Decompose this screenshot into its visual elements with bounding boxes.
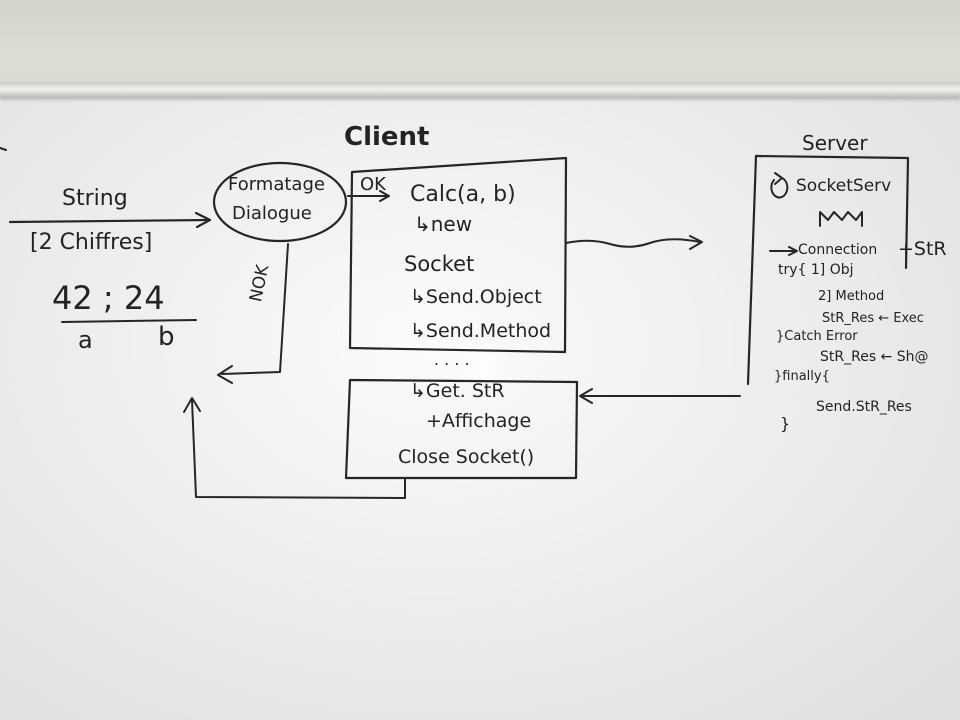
response-line-display: +Affichage [426,410,532,432]
server-listen-marks [819,211,863,227]
string-label: String [62,186,128,211]
refresh-icon [770,177,789,199]
client-line-socket: Socket [404,252,475,276]
response-arrowhead [579,388,593,404]
server-line-res-exec: StR_Res ← Exec [822,311,924,326]
numbers-value: 42 ; 24 [52,279,165,317]
numbers-underline [61,319,197,323]
client-line-calc: Calc(a, b) [410,182,516,207]
server-line-connection: Connection [798,242,878,258]
client-line-send-object: ↳Send.Object [410,286,542,308]
bubble-line-1: Formatage [228,174,325,195]
nok-arrowhead [217,365,233,384]
server-plus-str: +StR [898,238,947,260]
response-line-close: Close Socket() [398,446,535,468]
var-a-label: a [78,326,93,354]
whiteboard-top-frame [0,82,960,98]
wall-background [0,0,960,95]
server-line-try: try{ 1] Obj [778,262,854,278]
string-input-arrowhead [194,211,212,229]
server-title: Server [802,131,868,155]
client-line-send-method: ↳Send.Method [410,320,552,342]
client-title: Client [344,122,430,152]
server-line-close-brace: } [780,414,791,433]
whiteboard-surface [0,98,960,720]
server-line-finally: }finally{ [774,369,830,384]
connection-arrowhead [788,246,798,256]
loop-back-arrowhead [183,397,201,413]
string-input-arrow [8,218,212,224]
request-arrowhead [689,235,703,250]
var-b-label: b [158,322,175,352]
server-line-socketserv: SocketServ [796,176,892,196]
request-arrow [565,238,701,248]
loop-back-path [191,399,406,499]
nok-path [221,243,289,375]
continuation-dots: . . . . [434,350,470,369]
response-box [344,378,579,480]
chiffres-label: [2 Chiffres] [30,230,153,255]
bubble-line-2: Dialogue [232,203,312,224]
server-line-send-res: Send.StR_Res [816,399,912,415]
ok-arrowhead [379,190,390,202]
server-line-catch: }Catch Error [776,329,858,344]
server-box-left [746,154,758,386]
server-line-method: 2] Method [818,289,885,304]
client-box [348,156,568,354]
edge-mark [0,147,7,151]
formatting-bubble [212,161,348,243]
server-box [754,154,910,270]
server-line-res-sh: StR_Res ← Sh@ [820,349,929,365]
client-line-new: ↳new [414,212,473,236]
ok-label: OK [360,174,386,195]
response-line-get: ↳Get. StR [410,380,505,402]
refresh-icon-tip [774,172,783,185]
